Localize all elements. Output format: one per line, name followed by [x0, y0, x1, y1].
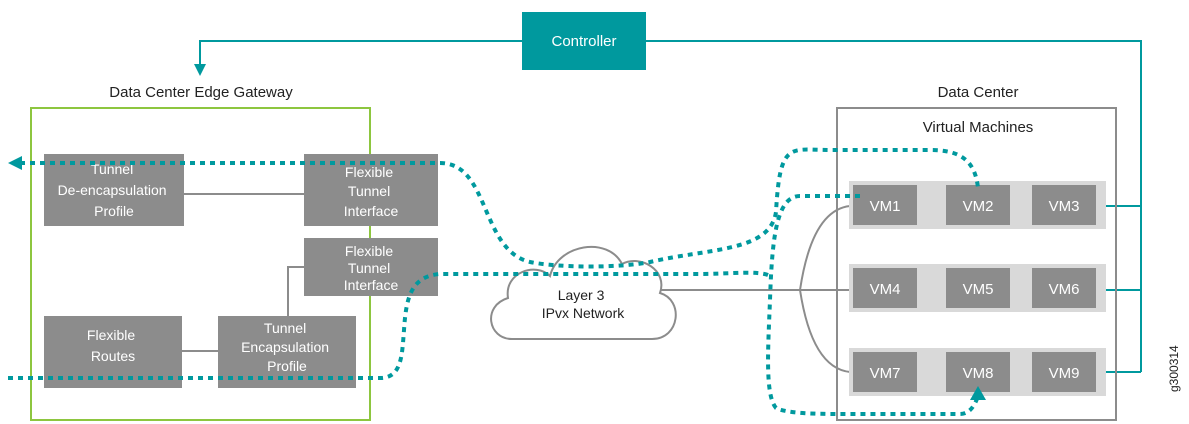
fti1-line-1: Flexible: [345, 164, 393, 180]
controller-box: Controller: [522, 12, 646, 70]
vm-label: VM1: [870, 198, 901, 215]
flexible-tunnel-interface-1-box: Flexible Tunnel Interface: [304, 154, 438, 226]
controller-link-to-data-center: [646, 40, 1142, 372]
layer3-network-cloud: Layer 3 IPvx Network: [490, 246, 677, 340]
network-line-2: IPvx Network: [542, 305, 625, 321]
svg-text:Flexible Tunnel In: Flexible Tunnel Interface: [344, 243, 399, 293]
figure-id: g300314: [1167, 345, 1181, 392]
vm-label: VM3: [1049, 198, 1080, 215]
fti-to-encap-line: [287, 266, 304, 318]
vm-label: VM7: [870, 365, 901, 382]
vm-box-vm4: VM4: [853, 268, 917, 308]
fti1-line-2: Tunnel: [348, 183, 390, 199]
vm-label: VM6: [1049, 281, 1080, 298]
vm-box-vm7: VM7: [853, 352, 917, 392]
encap-traffic-path: [8, 270, 772, 380]
vm-label: VM9: [1049, 365, 1080, 382]
encap-line-1: Tunnel: [264, 320, 306, 336]
controller-link-to-gateway: [199, 40, 522, 66]
svg-text:Tunnel Encapsulation: Tunnel Encapsulation Profile: [241, 320, 333, 374]
vm-label: VM5: [963, 281, 994, 298]
network-line-1: Layer 3: [558, 287, 605, 303]
vm-label: VM2: [963, 198, 994, 215]
flexible-tunnel-interface-2-box: Flexible Tunnel Interface: [304, 238, 438, 296]
fti2-line-2: Tunnel: [348, 260, 390, 276]
vm-box-vm5: VM5: [946, 268, 1010, 308]
vm-box-vm8: VM8: [946, 352, 1010, 392]
controller-link-arrowhead: [194, 64, 206, 76]
vm-label: VM8: [963, 365, 994, 382]
svg-text:Flexible Routes: Flexible Routes: [87, 327, 139, 364]
decap-arrowhead: [8, 156, 22, 170]
decap-line-3: Profile: [94, 203, 134, 219]
vm-box-vm6: VM6: [1032, 268, 1096, 308]
gateway-title: Data Center Edge Gateway: [109, 84, 293, 101]
vm-box-vm2: VM2: [946, 185, 1010, 225]
fti1-line-3: Interface: [344, 203, 399, 219]
vm-box-vm9: VM9: [1032, 352, 1096, 392]
vm-box-vm3: VM3: [1032, 185, 1096, 225]
vm-row-1: VM1 VM2 VM3: [849, 181, 1106, 229]
decap-line-2: De-encapsulation: [58, 182, 167, 198]
data-center-title: Data Center: [938, 84, 1019, 101]
fti2-line-1: Flexible: [345, 243, 393, 259]
vm-row-2: VM4 VM5 VM6: [849, 264, 1106, 312]
routes-line-1: Flexible: [87, 327, 135, 343]
data-center-boundary: [836, 107, 1117, 421]
vm-box-vm1: VM1: [853, 185, 917, 225]
encap-line-3: Profile: [267, 358, 307, 374]
hub-to-row3-line: [799, 289, 851, 373]
svg-text:Layer 3 IPvx Network: Layer 3 IPvx Network: [542, 287, 625, 321]
vm-label: VM4: [870, 281, 901, 298]
decap-traffic-return: [766, 194, 980, 416]
virtual-machines-label: Virtual Machines: [923, 119, 1034, 136]
encap-line-2: Encapsulation: [241, 339, 329, 355]
encap-arrowhead: [970, 386, 986, 400]
routes-line-2: Routes: [91, 348, 135, 364]
hub-to-row1-line: [799, 205, 851, 291]
controller-label: Controller: [551, 33, 616, 50]
vm-row-3: VM7 VM8 VM9: [849, 348, 1106, 396]
svg-text:Flexible Tunnel In: Flexible Tunnel Interface: [344, 164, 399, 219]
fti2-line-3: Interface: [344, 277, 399, 293]
decap-traffic-path: [20, 147, 980, 269]
